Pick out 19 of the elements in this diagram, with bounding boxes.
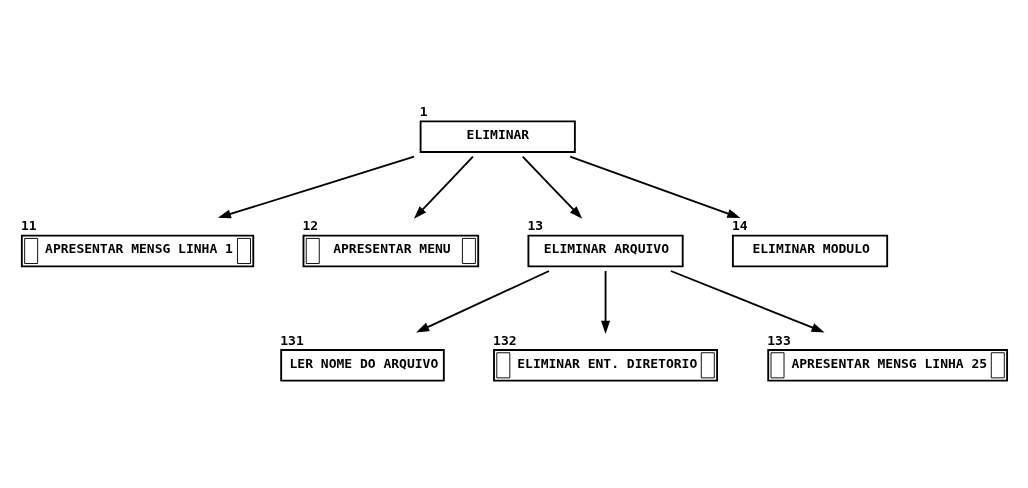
node-label: 12: [302, 218, 319, 234]
node-label: 13: [527, 218, 544, 234]
node-box: LER NOME DO ARQUIVO: [280, 349, 445, 382]
node-label: 131: [280, 332, 304, 348]
node-box: ELIMINAR: [419, 120, 576, 153]
arrow: [416, 270, 550, 333]
arrow: [521, 155, 583, 219]
arrow: [569, 155, 741, 218]
node-label: 133: [767, 332, 791, 348]
arrow: [601, 270, 611, 334]
node-label: 11: [20, 218, 37, 234]
arrow: [413, 155, 474, 219]
node-box: ELIMINAR MODULO: [731, 234, 889, 268]
arrow: [669, 270, 825, 333]
node-label: 14: [731, 218, 748, 234]
node-box: ELIMINAR ARQUIVO: [527, 234, 684, 268]
arrow: [217, 155, 415, 219]
node-label: 132: [493, 332, 517, 348]
node-label: 1: [419, 103, 428, 119]
